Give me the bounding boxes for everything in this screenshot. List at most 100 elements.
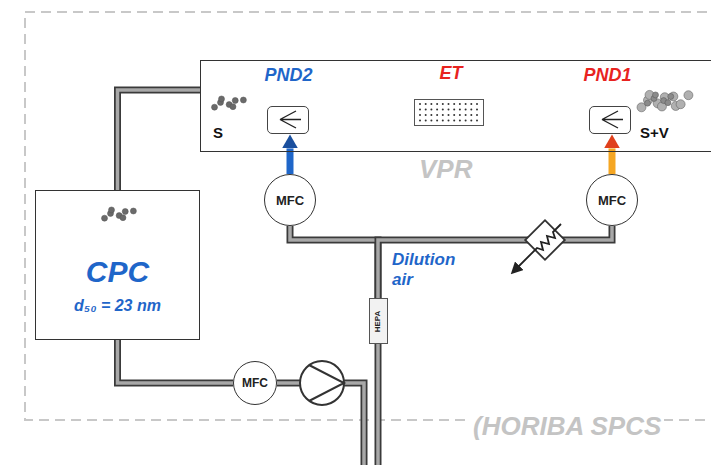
tube-heater-dot [425,120,427,122]
stream-label: S [213,124,223,141]
tube-heater-dot [436,103,438,105]
evaporation-tube-text: ET [439,63,462,84]
tube-heater-dot [465,120,467,122]
tube-heater-dot [459,114,461,116]
tube-heater-dot [436,109,438,111]
heat-flow-arrow [515,224,561,270]
diluter-symbol [590,107,629,132]
particle [109,207,115,213]
cpc-box: CPC d₅₀ = 23 nm [35,190,200,340]
hepa-filter-text: HEPA [374,310,383,332]
mfc-circle: MFC [586,174,638,226]
arrow-shaft [287,148,294,174]
particle [230,104,236,110]
pipe [344,383,364,465]
flow-pipe [378,226,612,298]
pump-symbol [300,361,344,405]
tube-heater-dot [476,120,478,122]
pipe-outline [290,226,378,298]
arrow-shaft [609,148,616,174]
tube-heater-dot [476,114,478,116]
cpc-box-text: CPC [86,255,149,288]
mfc-circle: MFC [233,361,277,405]
tube-heater-dot [431,103,433,105]
tube-heater-dot [476,103,478,105]
evaporation-tube: ET [414,99,484,126]
particle [120,215,126,221]
tube-heater-dot [465,103,467,105]
tube-heater-dot [448,109,450,111]
node-content: CPC d₅₀ = 23 nm [74,215,161,315]
node-content: MFC [598,193,626,208]
pipe-core [118,340,234,383]
particle [122,208,128,214]
stream-label: S+V [640,124,669,141]
diluter-symbol [280,111,301,128]
tube-heater-dot [419,120,421,122]
particle [645,100,651,106]
tube-heater-dot [431,114,433,116]
pnd-box: PND2 [267,106,309,134]
vpr-box: VPRPND2ETPND1 [200,60,711,152]
tube-heater-dot [431,120,433,122]
diluter-symbol [268,107,307,132]
mfc-circle-text: MFC [242,376,268,390]
node-content: MFC [242,376,268,390]
diluter-symbol [602,111,623,128]
particle-icons [102,90,693,221]
tube-heater-dot [471,120,473,122]
pnd-box: PND1 [589,106,631,134]
pipe-core [118,90,201,190]
pipe [375,344,382,465]
cpc-box-text: d₅₀ = 23 nm [74,296,161,315]
particle [212,104,218,110]
tube-heater-dot [419,109,421,111]
mfc-circle-text: MFC [276,193,304,208]
tube-heater-dot [442,103,444,105]
mfc-circle-text: MFC [598,193,626,208]
particle [676,100,685,109]
pipe-outline [118,90,201,190]
flow-pipe [118,340,234,383]
particle [653,92,659,98]
pipe-core [378,226,612,298]
tube-heater-dot [454,103,456,105]
pipe-outline [378,226,612,298]
tube-heater-dot [459,109,461,111]
instrument-label: (HORIBA SPCS [470,412,664,442]
flow-label: Dilution air [392,250,474,289]
tube-heater-dots [415,100,482,124]
tube-heater-dot [442,109,444,111]
tube-heater-dot [436,114,438,116]
flow-pipe [118,90,201,190]
tube-heater-dot [476,109,478,111]
particle [240,97,246,103]
pnd-box-text: PND2 [264,65,312,86]
tube-heater-dot [454,120,456,122]
pump-symbol [309,365,344,401]
particle [665,100,671,106]
pipe-core [290,226,378,298]
tube-heater-dot [465,109,467,111]
flow-arrow [612,148,613,174]
tube-heater-dot [459,120,461,122]
tube-heater-dot [448,103,450,105]
particle [102,215,108,221]
tube-heater-dot [465,114,467,116]
pipe [277,380,300,387]
node-content: HEPA [374,310,383,332]
hepa-filter: HEPA [369,298,388,344]
flow-arrow [290,148,291,174]
tube-heater-dot [448,120,450,122]
pipe [376,344,380,465]
particle [668,93,674,99]
tube-heater-dot [471,109,473,111]
heat-exchanger [515,220,565,270]
tube-heater-dot [454,109,456,111]
tube-heater-dot [425,109,427,111]
particle [130,208,136,214]
tube-heater-dot [442,114,444,116]
tube-heater-dot [471,114,473,116]
